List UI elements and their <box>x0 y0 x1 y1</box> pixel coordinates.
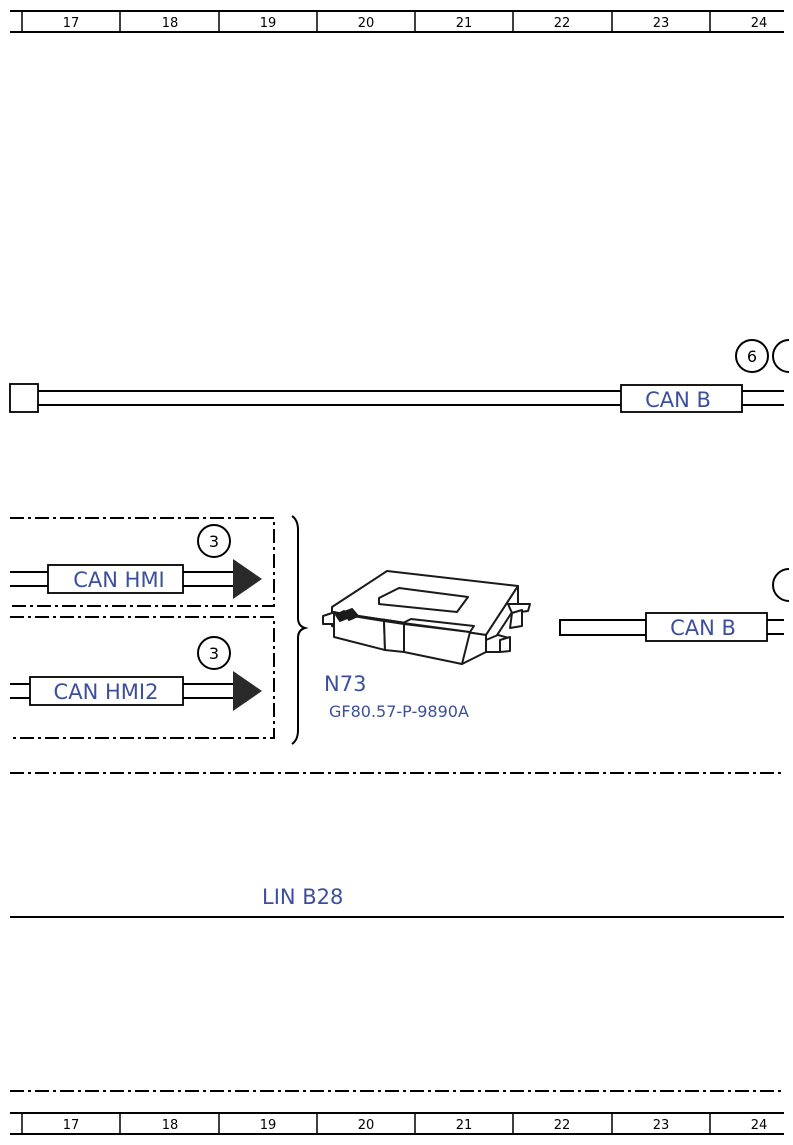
can-hmi-label: CAN HMI <box>73 568 165 592</box>
can-b-right-label: CAN B <box>670 616 736 640</box>
bus-end-block <box>9 383 39 413</box>
can-hmi2-group: 3 CAN HMI2 <box>10 616 275 739</box>
can-b-right-bus: CAN B <box>559 568 790 642</box>
grid-col-17: 17 <box>63 16 80 31</box>
grid-col-18: 18 <box>162 16 179 31</box>
marker-circle-3b <box>197 636 231 670</box>
can-hmi2-label: CAN HMI2 <box>54 680 159 704</box>
grid-col-22-bottom: 22 <box>554 1118 571 1133</box>
can-hmi-group: 3 CAN HMI <box>10 517 275 607</box>
marker-circle-3a <box>197 524 231 558</box>
grid-col-24-bottom: 24 <box>751 1118 768 1133</box>
grid-col-24: 24 <box>751 16 768 31</box>
top-grid-ruler: 17 18 19 20 21 22 23 24 <box>10 10 784 33</box>
grid-col-21: 21 <box>456 16 473 31</box>
can-b-right-label-box <box>645 612 768 642</box>
grid-col-20-bottom: 20 <box>358 1118 375 1133</box>
grid-col-21-bottom: 21 <box>456 1118 473 1133</box>
grid-col-23-bottom: 23 <box>653 1118 670 1133</box>
can-b-top-label: CAN B <box>645 388 711 412</box>
can-hmi2-arrow-icon <box>233 671 262 711</box>
can-hmi2-label-box <box>29 676 184 706</box>
grid-col-22: 22 <box>554 16 571 31</box>
marker-circle-6 <box>735 339 769 373</box>
marker-6-label: 6 <box>747 347 757 366</box>
bottom-grid-ruler: 17 18 19 20 21 22 23 24 <box>10 1112 784 1135</box>
marker-circle-partial <box>772 339 790 373</box>
can-hmi-dashed-box <box>10 517 275 607</box>
grid-col-23: 23 <box>653 16 670 31</box>
can-b-right-stub <box>559 619 647 636</box>
module-id: N73 <box>324 672 366 696</box>
lin-label: LIN B28 <box>262 885 343 909</box>
marker-circle-partial-right <box>772 568 790 602</box>
can-hmi2-dashed-box <box>10 616 275 739</box>
grid-col-19: 19 <box>260 16 277 31</box>
n73-module-icon <box>322 570 531 665</box>
grid-col-18-bottom: 18 <box>162 1118 179 1133</box>
can-b-top-bus: 6 CAN B <box>9 339 790 413</box>
marker-3b-label: 3 <box>209 644 219 663</box>
grid-col-19-bottom: 19 <box>260 1118 277 1133</box>
grid-col-20: 20 <box>358 16 375 31</box>
can-hmi-label-box <box>47 564 184 594</box>
can-hmi-arrow-icon <box>233 559 262 599</box>
group-brace <box>291 515 309 745</box>
can-b-top-label-box <box>620 384 743 413</box>
module-ref: GF80.57-P-9890A <box>329 702 469 721</box>
grid-col-17-bottom: 17 <box>63 1118 80 1133</box>
marker-3a-label: 3 <box>209 532 219 551</box>
